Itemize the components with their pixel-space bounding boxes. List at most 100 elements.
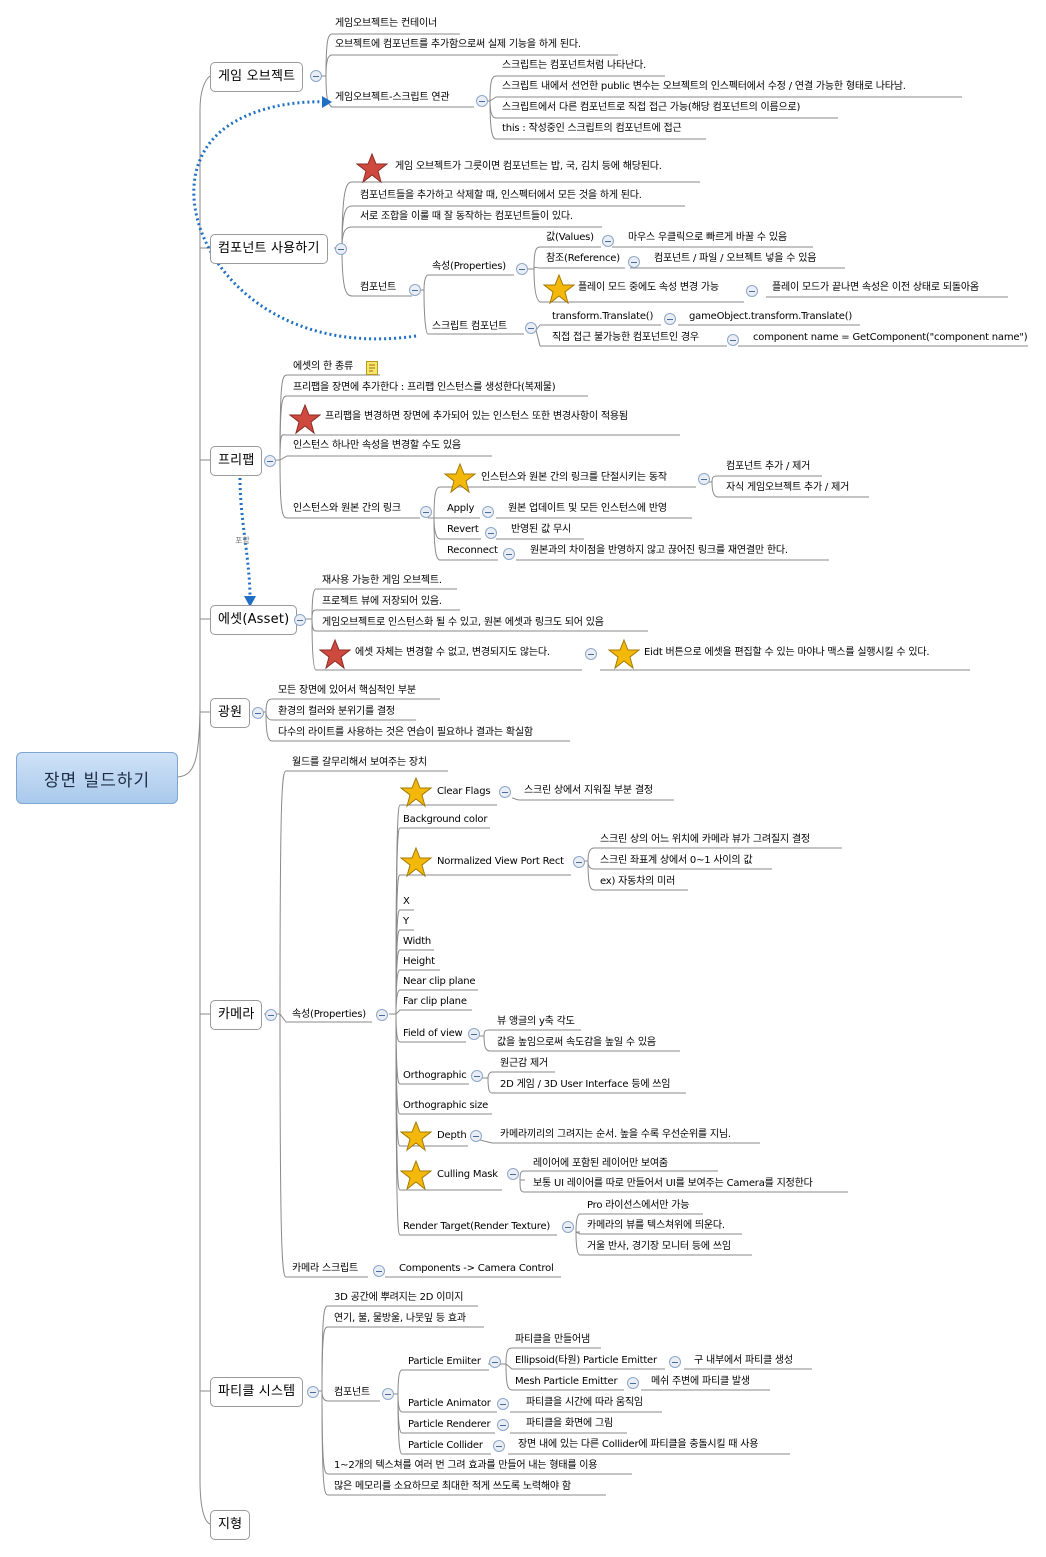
collapse-button[interactable]: [669, 1356, 681, 1368]
collapse-button[interactable]: [746, 285, 758, 297]
collapse-button[interactable]: [489, 1356, 501, 1368]
collapse-button[interactable]: [409, 284, 421, 296]
collapse-button[interactable]: [294, 614, 306, 626]
node-text: 참조(Reference): [546, 253, 620, 264]
collapse-button[interactable]: [335, 243, 347, 255]
collapse-button[interactable]: [503, 548, 515, 560]
collapse-button[interactable]: [485, 527, 497, 539]
node-text: 게임오브젝트-스크립트 연관: [335, 92, 450, 103]
node-text: 서로 조합을 이룰 때 잘 동작하는 컴포넌트들이 있다.: [360, 211, 573, 222]
node-text: Orthographic size: [403, 1100, 489, 1111]
node-text: Particle Renderer: [408, 1419, 491, 1430]
node-text: this : 작성중인 스크립트의 컴포넌트에 접근: [502, 123, 682, 134]
collapse-button[interactable]: [585, 648, 597, 660]
node-text: 플레이 모드가 끝나면 속성은 이전 상태로 되돌아옴: [772, 282, 979, 293]
collapse-button[interactable]: [307, 1386, 319, 1398]
node-text: Eidt 버튼으로 에셋을 편집할 수 있는 마야나 맥스를 실행시킬 수 있다…: [644, 647, 930, 658]
node-text: 컴포넌트: [334, 1387, 370, 1398]
node-text: 모든 장면에 있어서 핵심적인 부분: [278, 685, 416, 696]
node-text: 반영된 값 무시: [511, 524, 571, 535]
node-text: 메쉬 주변에 파티클 발생: [651, 1376, 750, 1387]
collapse-button[interactable]: [525, 322, 537, 334]
node-text: 스크린 상의 어느 위치에 카메라 뷰가 그려질지 결정: [600, 834, 810, 845]
collapse-button[interactable]: [476, 95, 488, 107]
node-text: Far clip plane: [403, 996, 467, 1007]
node-text: 자식 게임오브젝트 추가 / 제거: [726, 482, 850, 493]
collapse-button[interactable]: [382, 1388, 394, 1400]
node-text: Clear Flags: [437, 786, 491, 797]
collapse-button[interactable]: [471, 1070, 483, 1082]
collapse-button[interactable]: [602, 235, 614, 247]
gold-star-icon: [400, 1120, 432, 1152]
note-icon[interactable]: [366, 361, 378, 375]
node-text: X: [403, 896, 410, 907]
node-text: Render Target(Render Texture): [403, 1221, 551, 1232]
node-text: 스크립트에서 다른 컴포넌트로 직접 접근 가능(해당 컴포넌트의 이름으로): [502, 102, 801, 113]
collapse-button[interactable]: [493, 1440, 505, 1452]
collapse-button[interactable]: [664, 313, 676, 325]
node-text: 레이어에 포함된 레이어만 보여줌: [533, 1158, 668, 1169]
collapse-button[interactable]: [265, 1009, 277, 1021]
collapse-button[interactable]: [727, 334, 739, 346]
node-text: 환경의 컬러와 분위기를 결정: [278, 706, 395, 717]
collapse-button[interactable]: [468, 1028, 480, 1040]
collapse-button[interactable]: [627, 1377, 639, 1389]
gold-star-icon: [400, 776, 432, 808]
node-text: 마우스 우클릭으로 빠르게 바꿀 수 있음: [628, 232, 787, 243]
gold-star-icon: [400, 1159, 432, 1191]
node-text: 거울 반사, 경기장 모니터 등에 쓰임: [587, 1241, 731, 1252]
node-text: Orthographic: [403, 1070, 467, 1081]
node-text: 에셋 자체는 변경할 수 없고, 변경되지도 않는다.: [355, 647, 550, 658]
topic-game-object[interactable]: 게임 오브젝트: [210, 62, 304, 92]
topic-particle[interactable]: 파티클 시스템: [210, 1377, 304, 1407]
node-text: 컴포넌트들을 추가하고 삭제할 때, 인스펙터에서 모든 것을 하게 된다.: [360, 190, 642, 201]
node-text: 게임오브젝트로 인스턴스화 될 수 있고, 원본 에셋과 링크도 되어 있음: [322, 617, 604, 628]
collapse-button[interactable]: [497, 1419, 509, 1431]
node-text: 스크립트 내에서 선언한 public 변수는 오브젝트의 인스펙터에서 수정 …: [502, 81, 906, 92]
node-text: Components -> Camera Control: [399, 1263, 554, 1274]
collapse-button[interactable]: [499, 786, 511, 798]
collapse-button[interactable]: [470, 1130, 482, 1142]
collapse-button[interactable]: [628, 256, 640, 268]
gold-star-icon: [444, 462, 476, 494]
collapse-button[interactable]: [497, 1398, 509, 1410]
node-text: Height: [403, 956, 435, 967]
topic-camera[interactable]: 카메라: [210, 1000, 263, 1030]
node-text: 파티클을 시간에 따라 움직임: [526, 1397, 643, 1408]
collapse-button[interactable]: [507, 1168, 519, 1180]
collapse-button[interactable]: [373, 1265, 385, 1277]
collapse-button[interactable]: [310, 70, 322, 82]
node-text: Reconnect: [447, 545, 498, 556]
node-text: 스크린 좌표계 상에서 0~1 사이의 값: [600, 855, 753, 866]
collapse-button[interactable]: [264, 455, 276, 467]
collapse-button[interactable]: [698, 473, 710, 485]
node-text: Revert: [447, 524, 479, 535]
node-text: 플레이 모드 중에도 속성 변경 가능: [578, 282, 719, 293]
gold-star-icon: [543, 273, 575, 305]
node-text: 카메라끼리의 그려지는 순서. 높을 수록 우선순위를 지님.: [500, 1129, 731, 1140]
collapse-button[interactable]: [516, 263, 528, 275]
topic-asset[interactable]: 에셋(Asset): [210, 605, 298, 635]
gold-star-icon: [608, 638, 640, 670]
collapse-button[interactable]: [562, 1221, 574, 1233]
collapse-button[interactable]: [573, 856, 585, 868]
root-topic[interactable]: 장면 빌드하기: [16, 752, 178, 804]
node-text: 인스턴스 하나만 속성을 변경할 수도 있음: [293, 440, 461, 451]
node-text: 파티클을 화면에 그림: [526, 1418, 613, 1429]
topic-component-use[interactable]: 컴포넌트 사용하기: [210, 234, 328, 264]
topic-terrain[interactable]: 지형: [210, 1510, 251, 1540]
collapse-button[interactable]: [420, 506, 432, 518]
node-text: 원본과의 차이점을 반영하지 않고 끊어진 링크를 재연결만 한다.: [530, 545, 788, 556]
gold-star-icon: [400, 846, 432, 878]
collapse-button[interactable]: [376, 1009, 388, 1021]
topic-light[interactable]: 광원: [210, 698, 251, 728]
collapse-button[interactable]: [252, 707, 264, 719]
node-text: 프로젝트 뷰에 저장되어 있음.: [322, 596, 442, 607]
topic-prefab[interactable]: 프리팹: [210, 446, 263, 476]
node-text: 프리팹을 장면에 추가한다 : 프리팹 인스턴스를 생성한다(복제물): [293, 382, 556, 393]
node-text: Apply: [447, 503, 475, 514]
node-text: Near clip plane: [403, 976, 476, 987]
node-text: 오브젝트에 컴포넌트를 추가함으로써 실제 기능을 하게 된다.: [335, 39, 581, 50]
collapse-button[interactable]: [482, 506, 494, 518]
